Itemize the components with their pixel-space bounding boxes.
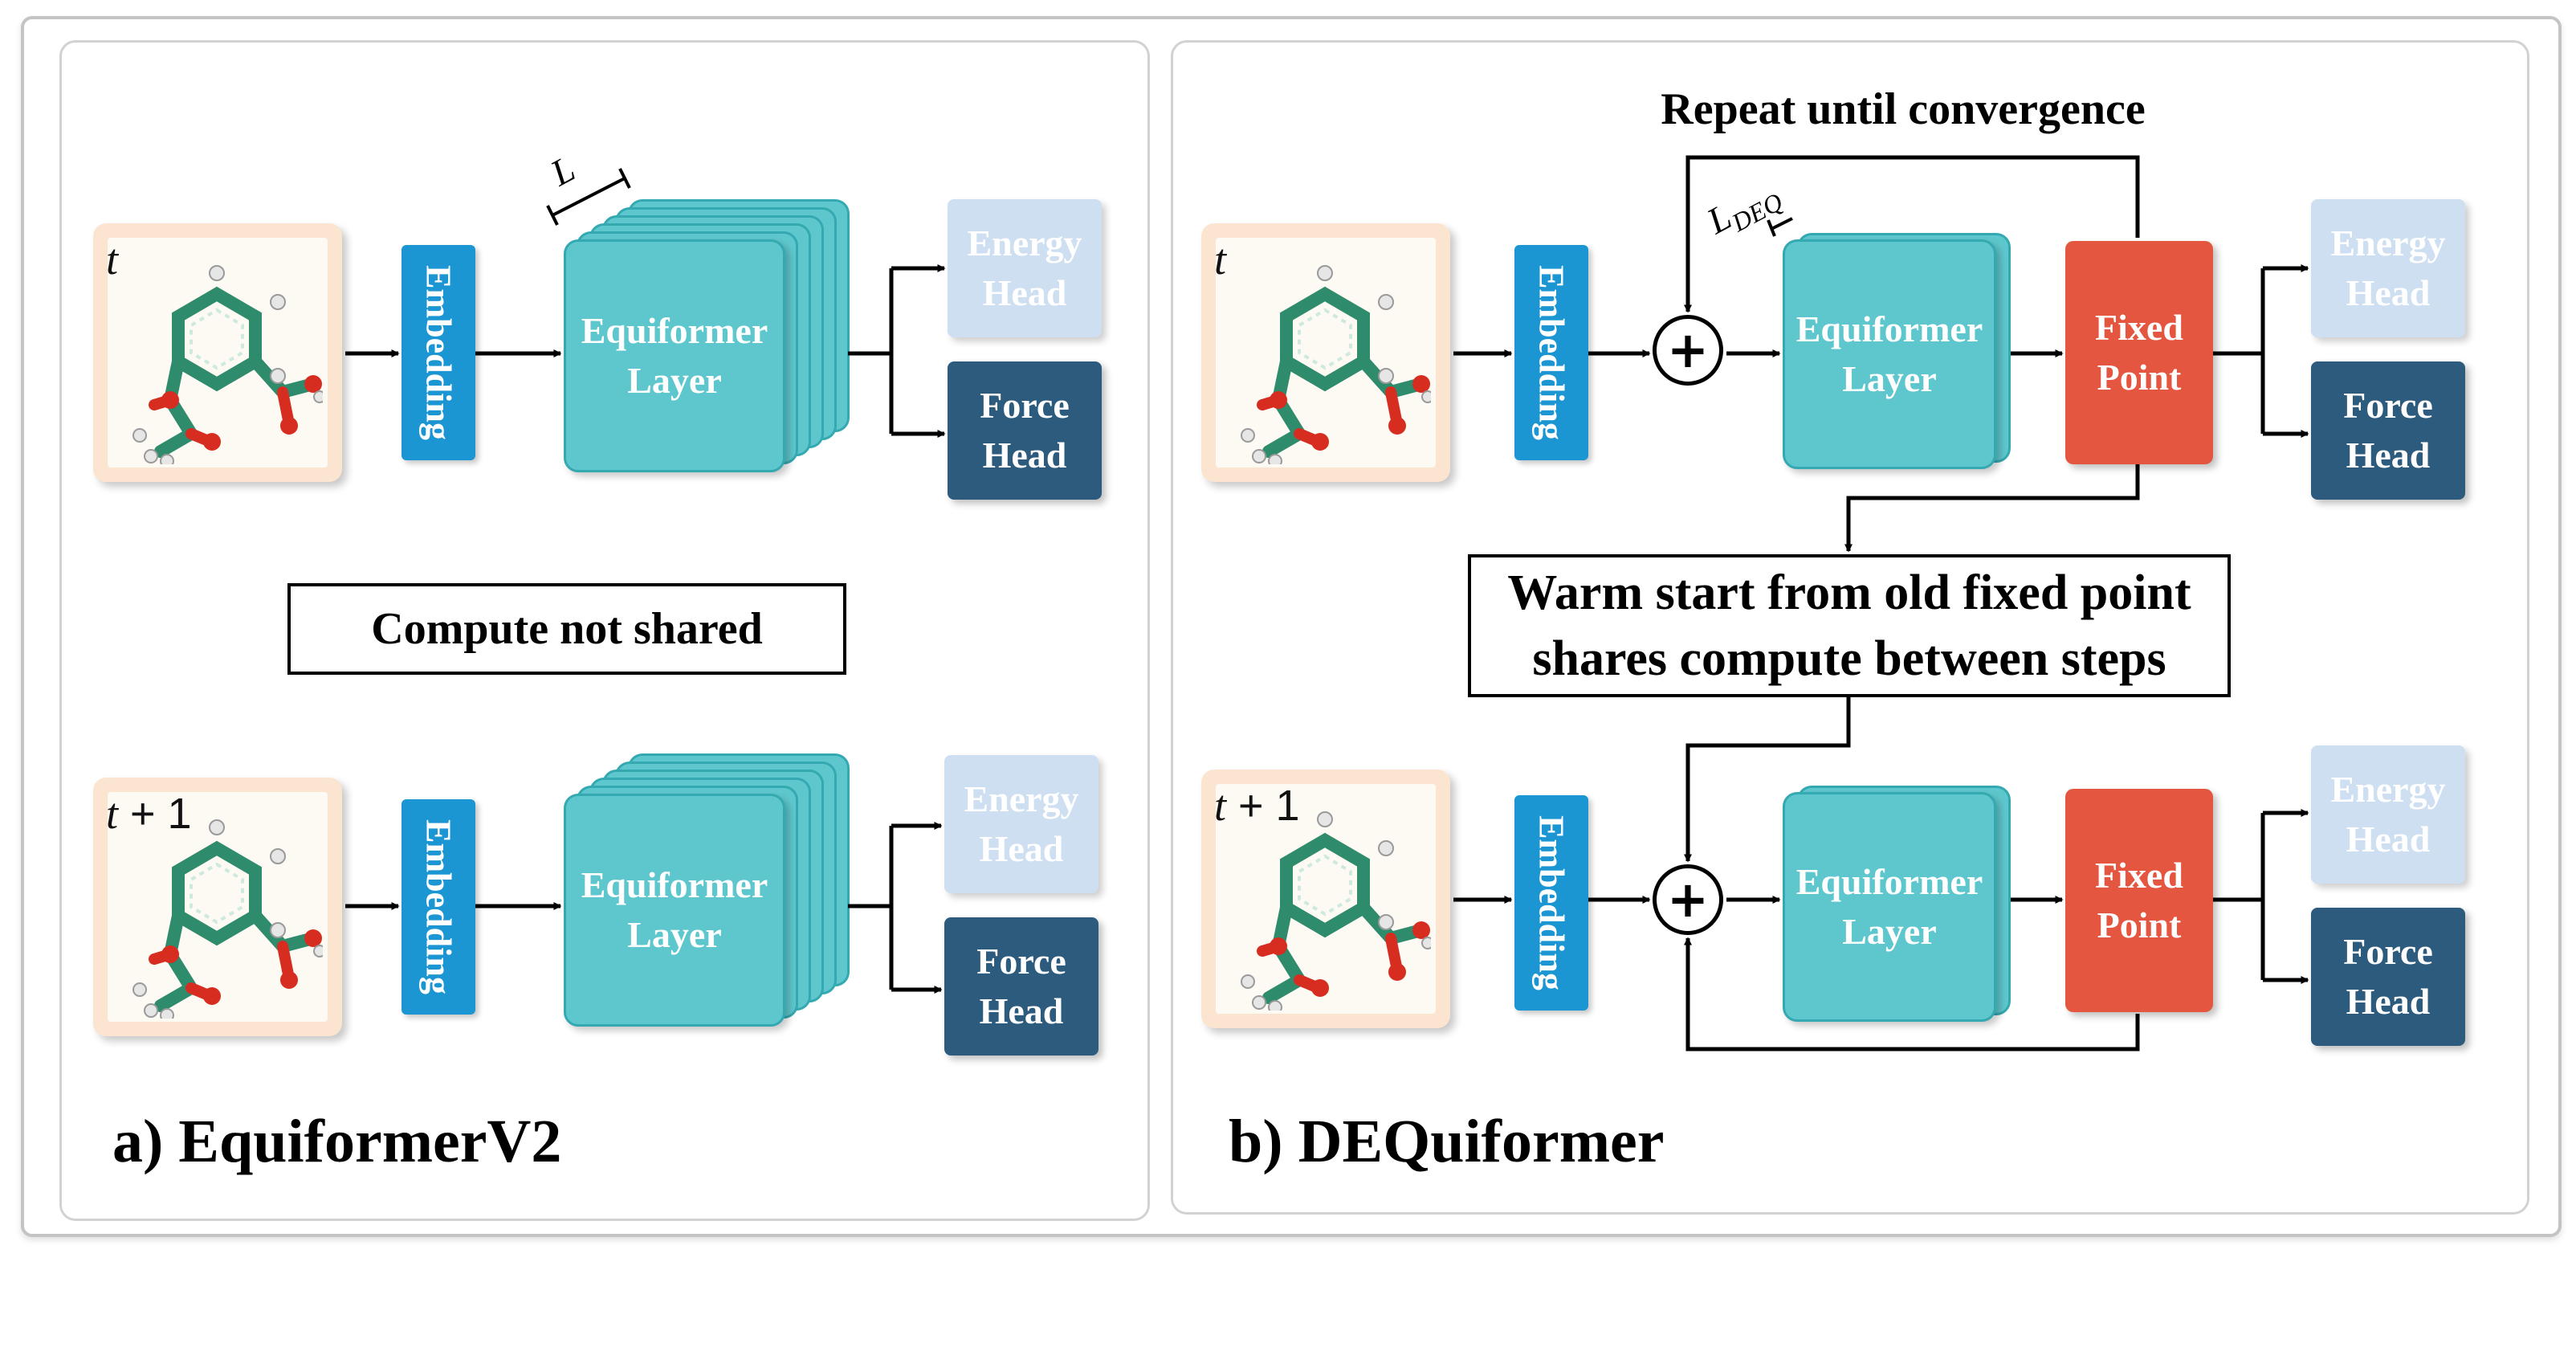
plus-circle-icon: + bbox=[1653, 315, 1723, 386]
time-label: t bbox=[1214, 235, 1227, 284]
repeat-loop-line bbox=[1684, 155, 2140, 313]
embedding-block: Embedding bbox=[401, 245, 475, 460]
molecule-card-t: t bbox=[1201, 223, 1450, 482]
warm-start-feed-line bbox=[1684, 697, 1851, 863]
molecule-card-t-plus-1: t + 1 bbox=[93, 778, 342, 1036]
embedding-block: Embedding bbox=[401, 799, 475, 1015]
molecule-card-t: t bbox=[93, 223, 342, 482]
layer-bracket bbox=[546, 168, 631, 226]
time-label: t bbox=[106, 235, 119, 284]
time-label: t + 1 bbox=[106, 790, 192, 838]
repeat-until-convergence-label: Repeat until convergence bbox=[1661, 84, 2146, 134]
embedding-block: Embedding bbox=[1514, 245, 1588, 460]
bottom-loop-line bbox=[1684, 937, 2140, 1051]
panel-a-title: a) EquiformerV2 bbox=[112, 1108, 562, 1175]
molecule-card-t-plus-1: t + 1 bbox=[1201, 770, 1450, 1028]
plus-circle-icon: + bbox=[1653, 864, 1723, 935]
time-label: t + 1 bbox=[1214, 782, 1300, 830]
panel-b-title: b) DEQuiformer bbox=[1229, 1108, 1665, 1175]
warm-start-line bbox=[1844, 464, 2140, 553]
molecule-structure-icon bbox=[122, 810, 326, 1023]
embedding-block: Embedding bbox=[1514, 795, 1588, 1011]
deq-bracket bbox=[1767, 217, 1793, 237]
molecule-structure-icon bbox=[122, 255, 326, 468]
compute-not-shared-note: Compute not shared bbox=[287, 583, 846, 675]
molecule-structure-icon bbox=[1230, 802, 1434, 1015]
